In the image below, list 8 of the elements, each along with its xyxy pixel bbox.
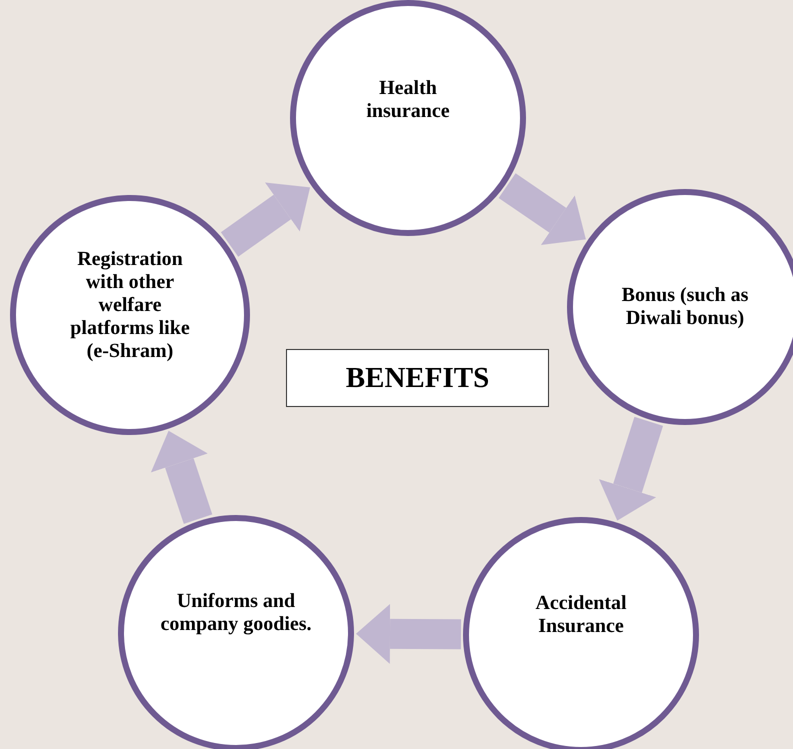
benefit-label: Uniforms and company goodies. xyxy=(159,590,313,636)
benefit-label: Health insurance xyxy=(365,77,451,123)
title-box xyxy=(286,349,549,407)
benefit-label: Registration with other welfare platforms like (e-Shram) xyxy=(69,248,191,362)
benefit-label: Accidental Insurance xyxy=(534,592,628,638)
node-label: BENEFITS xyxy=(346,362,490,394)
block-arrow xyxy=(356,604,462,664)
benefit-label: Bonus (such as Diwali bonus) xyxy=(620,284,750,330)
